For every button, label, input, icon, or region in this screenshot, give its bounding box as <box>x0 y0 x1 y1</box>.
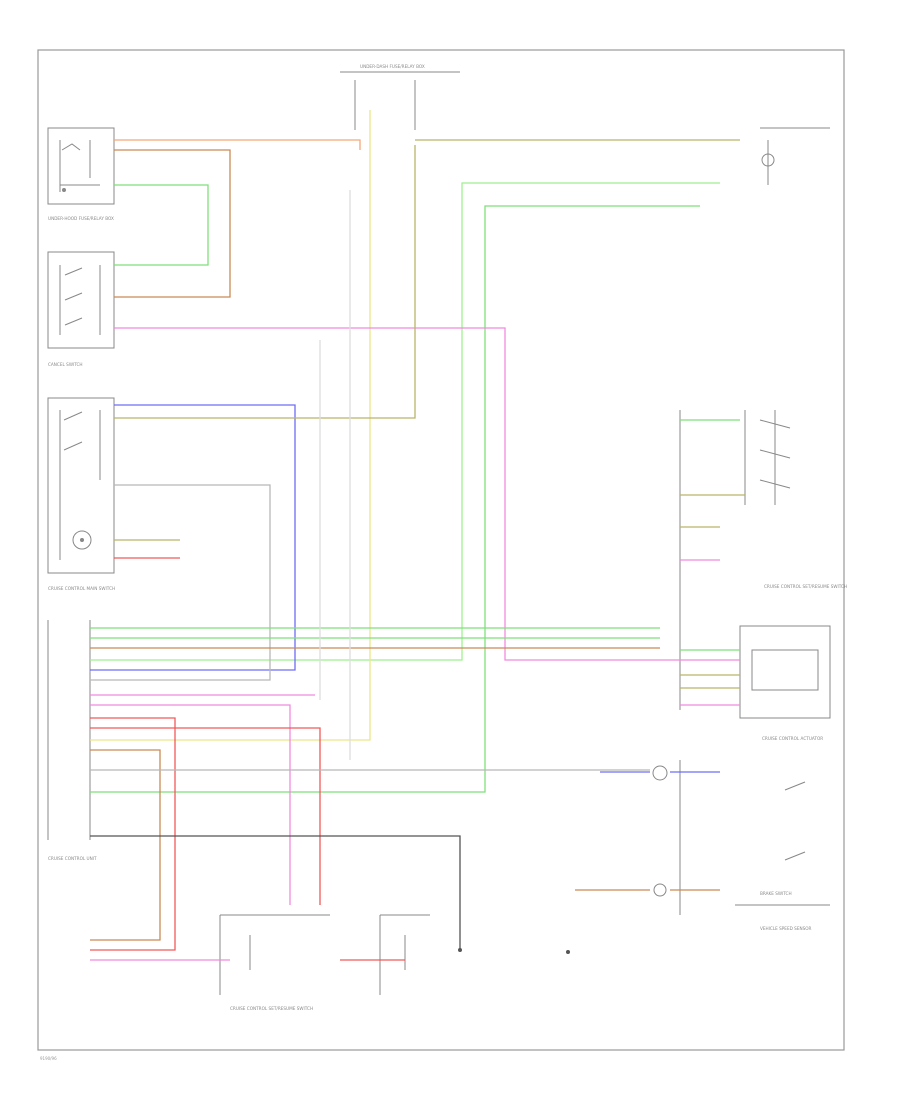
component-main-switch <box>47 397 115 574</box>
caption-right-panel: CRUISE CONTROL SET/RESUME SWITCH <box>764 584 847 589</box>
wire-red-bus-2 <box>90 727 321 905</box>
wire-brown-bus-2 <box>90 749 161 941</box>
caption-speed-sensor: VEHICLE SPEED SENSOR <box>760 926 812 931</box>
wire-pink-bus-2 <box>90 704 291 905</box>
caption-top-fuse: UNDER-DASH FUSE/RELAY BOX <box>360 64 425 69</box>
wire-gray-1 <box>90 484 271 681</box>
footer-code: 9190/96 <box>40 1056 57 1061</box>
component-speed-sensor <box>652 760 830 915</box>
wire-orange <box>114 139 361 150</box>
diagram-border <box>37 49 845 1051</box>
component-cancel-switch <box>47 251 115 349</box>
caption-main-switch: CRUISE CONTROL MAIN SWITCH <box>48 586 115 591</box>
wire-yellow <box>90 110 371 741</box>
wire-blue <box>90 404 296 671</box>
wire-green-2 <box>90 205 700 793</box>
wire-black-bus <box>90 835 461 950</box>
caption-brake-switch: BRAKE SWITCH <box>760 891 792 896</box>
wires <box>90 110 745 961</box>
caption-actuator: CRUISE CONTROL ACTUATOR <box>762 736 823 741</box>
wire-pink-1 <box>114 327 740 661</box>
component-module <box>47 620 91 840</box>
wire-brown-1 <box>114 149 231 298</box>
caption-set-resume: CRUISE CONTROL SET/RESUME SWITCH <box>230 1006 313 1011</box>
component-top-fuse <box>340 71 460 130</box>
component-right-top <box>760 127 830 185</box>
component-actuator <box>739 625 831 719</box>
ground-symbols <box>458 948 570 954</box>
wire-lightgreen-1 <box>90 182 720 661</box>
caption-cancel-switch: CANCEL SWITCH <box>48 362 83 367</box>
wire-olive-main <box>114 145 416 419</box>
wire-green-1 <box>114 184 209 266</box>
wire-red-bus <box>90 717 176 951</box>
component-set-resume <box>219 914 430 995</box>
caption-underhood-fuse: UNDER-HOOD FUSE/RELAY BOX <box>48 216 114 221</box>
caption-module: CRUISE CONTROL UNIT <box>48 856 97 861</box>
component-underhood-fuse <box>47 127 115 205</box>
